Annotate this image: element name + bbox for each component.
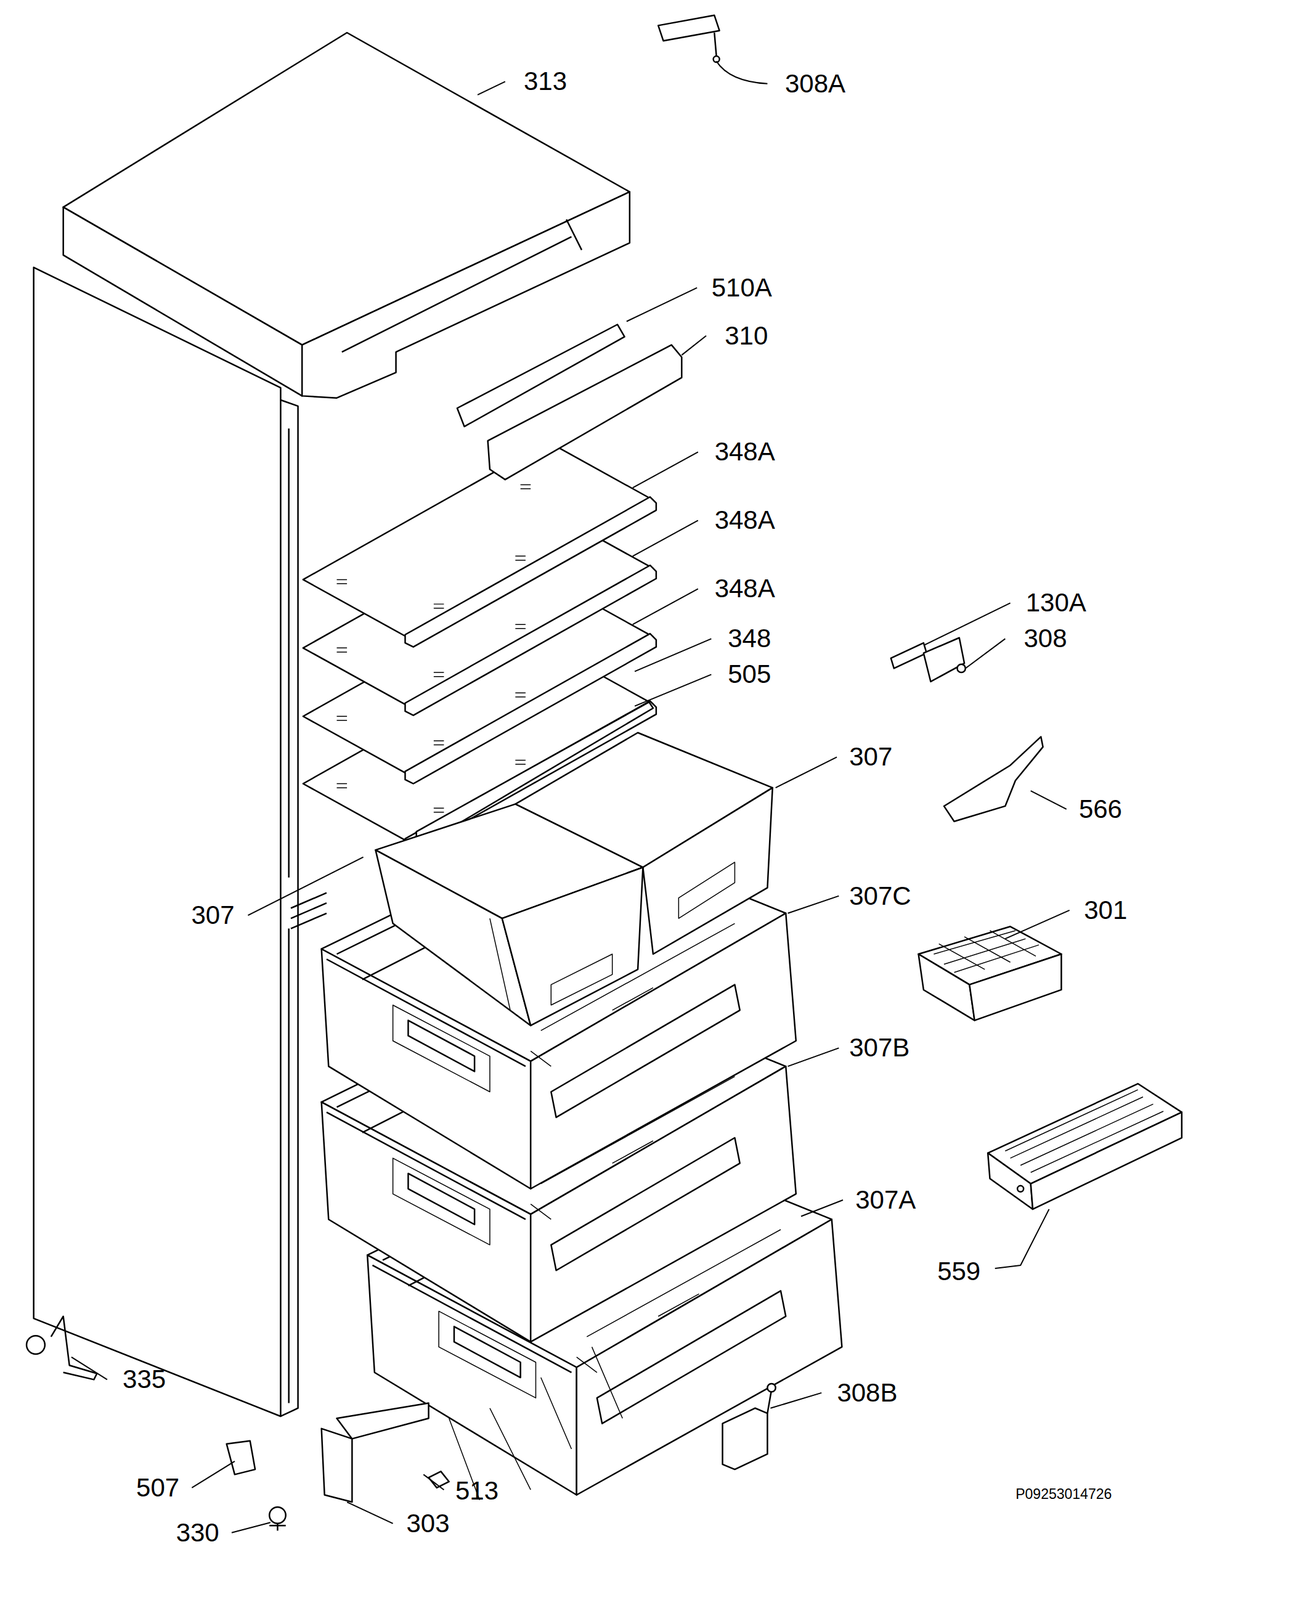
callout-number: 559 [935, 1257, 982, 1286]
callout-number: 513 [454, 1476, 500, 1505]
top-cover [63, 32, 630, 399]
leader-lines [924, 602, 1010, 645]
crisper-drawers [642, 787, 773, 954]
small-parts [269, 1523, 286, 1531]
callout-number: 505 [726, 659, 773, 689]
cabinet [33, 267, 327, 1417]
small-parts [321, 1428, 353, 1502]
callout-number: 310 [723, 321, 770, 350]
cabinet [287, 428, 289, 1403]
callout-number: 307A [854, 1185, 917, 1214]
leader-lines [634, 674, 712, 706]
leader-lines [71, 1356, 108, 1380]
leader-lines [716, 61, 768, 84]
small-parts [923, 637, 965, 682]
leader-lines [626, 287, 697, 322]
callout-number: 348 [726, 624, 773, 653]
small-parts [658, 15, 720, 41]
small-parts [26, 15, 1182, 1531]
callout-number: 307 [189, 900, 236, 930]
callout-number: 307C [847, 881, 912, 911]
callout-number: 307B [847, 1033, 911, 1062]
leader-lines [965, 638, 1006, 668]
callout-number: 348A [713, 505, 777, 535]
callout-number: 348A [713, 574, 777, 603]
crisper-drawers [489, 918, 613, 1010]
small-parts [767, 1389, 772, 1413]
leader-lines [770, 1392, 822, 1408]
small-parts [918, 953, 975, 1021]
leader-lines [1005, 910, 1070, 939]
callout-number: 566 [1077, 794, 1124, 824]
callout-number: 130A [1024, 588, 1088, 617]
small-parts [969, 953, 1062, 1021]
small-parts [226, 1440, 256, 1475]
small-parts [51, 1316, 98, 1380]
callout-number: 301 [1082, 895, 1129, 925]
leader-lines [775, 756, 837, 788]
callout-number: 313 [522, 67, 569, 96]
glass-shelves [303, 441, 657, 647]
door-trim [457, 324, 682, 480]
small-parts [944, 736, 1044, 821]
leader-lines [632, 451, 699, 488]
leader-lines [191, 1460, 235, 1488]
top-cover [301, 191, 630, 398]
callout-number: 303 [404, 1509, 451, 1538]
crisper-drawers [678, 862, 735, 919]
small-parts [722, 1407, 768, 1469]
leader-lines [71, 61, 1070, 1532]
leader-lines [788, 1047, 840, 1067]
leader-lines [788, 895, 840, 914]
callout-number: 308A [783, 69, 847, 98]
small-parts [337, 1402, 429, 1439]
leader-lines [247, 857, 363, 916]
small-parts [1030, 1112, 1182, 1209]
leader-lines [995, 1208, 1050, 1269]
cabinet [33, 267, 281, 1417]
freezer-drawers [321, 826, 843, 1500]
callout-number: 510A [710, 273, 774, 302]
leader-lines [423, 1473, 444, 1490]
leader-lines [346, 1501, 394, 1524]
small-parts [767, 1383, 776, 1392]
door-trim [488, 345, 683, 481]
small-parts [714, 32, 717, 57]
leader-lines [632, 588, 699, 625]
small-parts [1005, 1089, 1164, 1172]
callout-number: 308 [1022, 624, 1068, 653]
callout-number: 330 [174, 1518, 221, 1547]
leader-lines [632, 520, 699, 556]
small-parts [891, 642, 927, 668]
crisper-drawers [502, 866, 644, 1026]
callout-number: 335 [121, 1364, 167, 1394]
top-cover [63, 207, 303, 396]
small-parts [987, 1152, 1033, 1209]
leader-lines [801, 1199, 843, 1216]
callout-number: 507 [134, 1473, 181, 1502]
leader-lines [477, 81, 506, 95]
drawing-code: P09253014726 [1014, 1486, 1113, 1503]
callout-number: 307 [847, 742, 894, 771]
cabinet [290, 892, 327, 929]
small-parts [1017, 1185, 1024, 1192]
small-parts [26, 1335, 45, 1354]
leader-lines [634, 638, 712, 672]
top-cover [341, 219, 582, 352]
leader-lines [681, 335, 707, 355]
small-parts [956, 664, 965, 673]
callout-number: 348A [713, 437, 777, 466]
leader-lines [231, 1521, 271, 1533]
callout-number: 308B [835, 1378, 899, 1407]
leader-lines [1030, 790, 1067, 810]
small-parts [933, 930, 1039, 973]
crisper-drawers [375, 732, 773, 1026]
small-parts [269, 1506, 286, 1523]
cabinet [280, 399, 298, 1417]
